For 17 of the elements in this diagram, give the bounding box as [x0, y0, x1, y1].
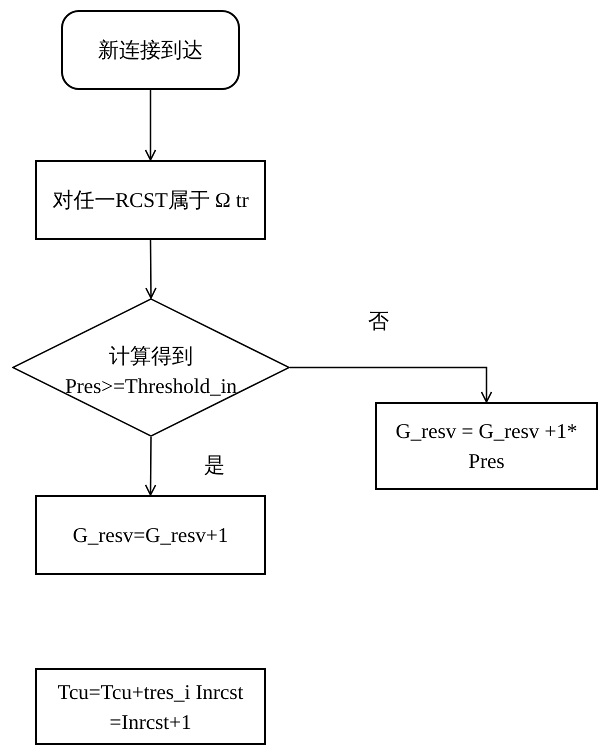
- decision-diamond: [12, 298, 290, 437]
- arrow: [144, 437, 156, 496]
- node-text: G_resv = G_resv +1* Pres: [394, 418, 578, 475]
- node-text: 计算得到 Pres>=Threshold_in: [64, 342, 238, 400]
- node-text: 新连接到达: [97, 37, 204, 64]
- process-box: [35, 668, 266, 745]
- arrow: [290, 366, 492, 403]
- arrow: [145, 240, 157, 299]
- process-box: [35, 160, 266, 240]
- node-text: G_resv=G_resv+1: [72, 522, 230, 549]
- edge-label: 是: [204, 452, 225, 478]
- start-box: [61, 10, 240, 90]
- process-box: [35, 495, 266, 575]
- node-text: 对任一RCST属于 Ω tr: [51, 187, 250, 214]
- process-box: [375, 402, 598, 490]
- node-text: Tcu=Tcu+tres_i Inrcst =Inrcst+1: [56, 678, 244, 736]
- arrow: [144, 90, 156, 161]
